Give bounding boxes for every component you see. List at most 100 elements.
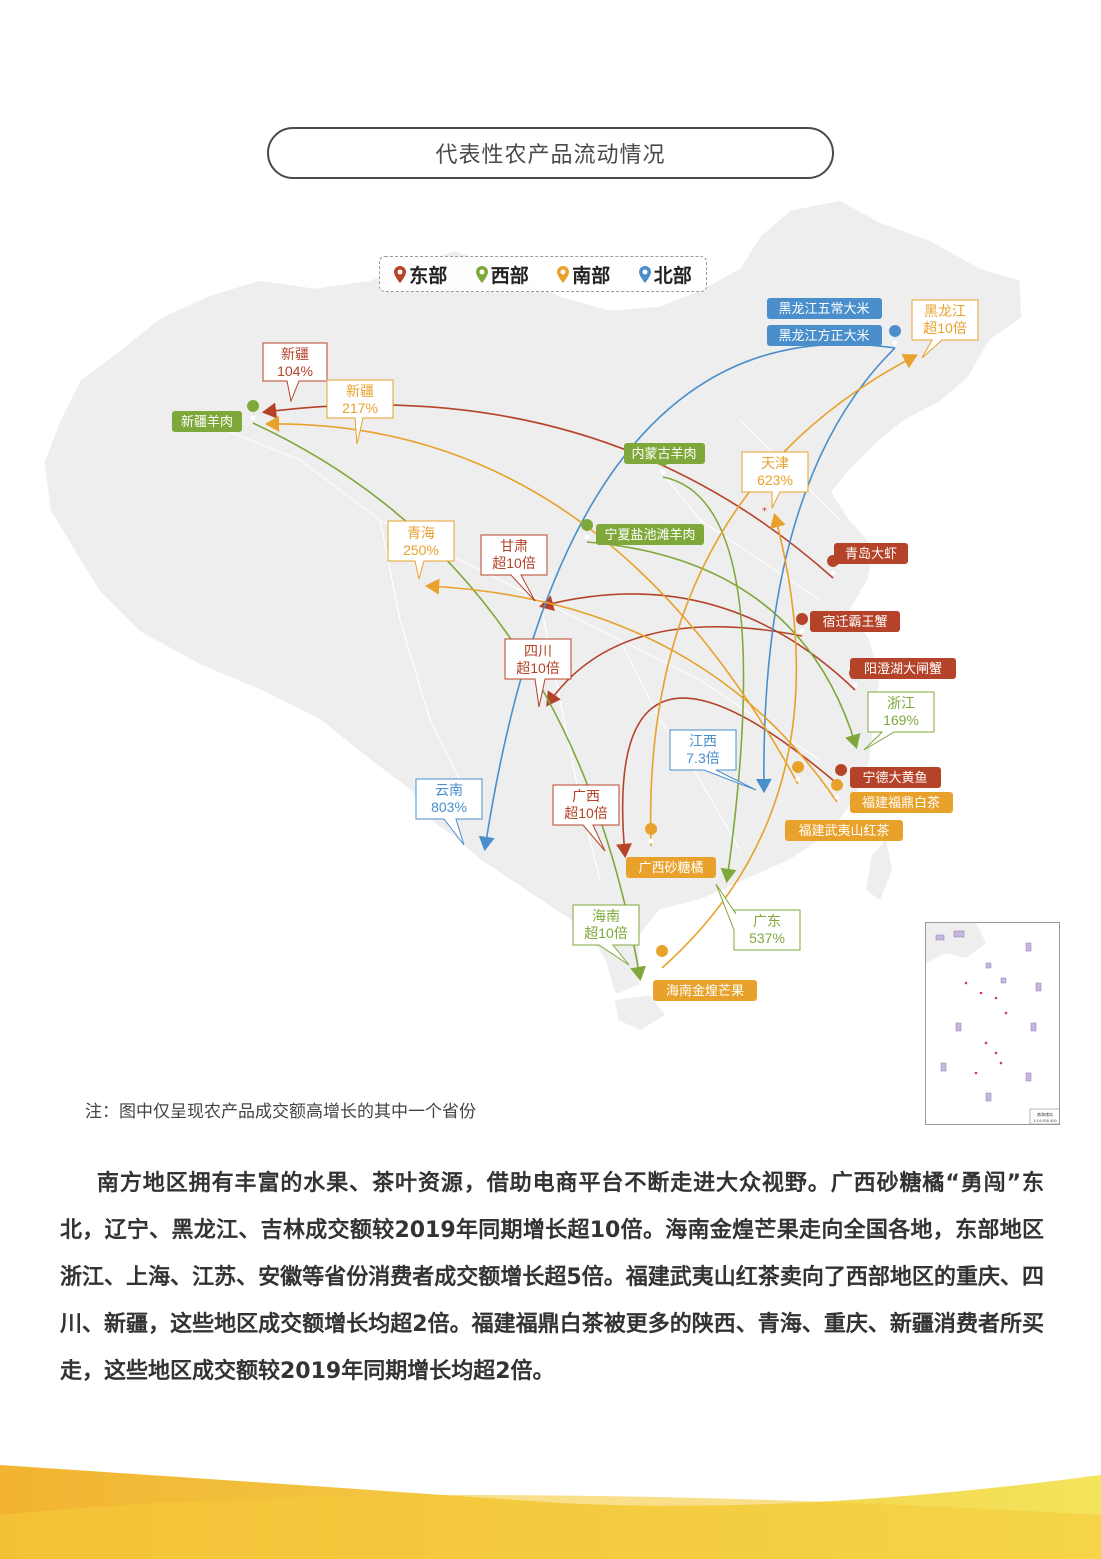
svg-text:黑龙江方正大米: 黑龙江方正大米: [778, 328, 869, 343]
origin-label-11: 广西砂糖橘: [626, 857, 716, 878]
pin-ningxia-mutton: [581, 519, 594, 547]
svg-text:超10倍: 超10倍: [516, 660, 560, 676]
legend-item-west: 西部: [475, 261, 529, 288]
svg-text:623%: 623%: [757, 472, 793, 488]
origin-label-7: 阳澄湖大闸蟹: [850, 658, 956, 679]
svg-text:广西砂糖橘: 广西砂糖橘: [638, 860, 703, 875]
body-paragraph: 南方地区拥有丰富的水果、茶叶资源，借助电商平台不断走进大众视野。广西砂糖橘“勇闯…: [60, 1171, 1044, 1384]
svg-text:超10倍: 超10倍: [492, 555, 536, 571]
arc-fuding-qinghai: [424, 578, 838, 803]
svg-text:1:14 000 000: 1:14 000 000: [1033, 1119, 1056, 1123]
arc-guangxi-heilongjiang: [649, 354, 918, 847]
svg-text:新疆: 新疆: [346, 383, 374, 399]
pin-heilongjiang-rice: [889, 325, 902, 353]
legend-item-east: 东部: [394, 261, 447, 288]
svg-text:天津: 天津: [761, 455, 789, 471]
map-pin-icon: [475, 265, 488, 283]
svg-text:南海诸岛: 南海诸岛: [1037, 1111, 1053, 1117]
map-pin-icon: [394, 265, 407, 283]
arc-xinjiang-hainan: [252, 422, 646, 982]
hainan-island: [615, 995, 665, 1030]
svg-text:新疆: 新疆: [281, 346, 309, 362]
origin-label-6: 宿迁霸王蟹: [810, 611, 900, 632]
svg-text:217%: 217%: [342, 400, 378, 416]
origin-label-8: 宁德大黄鱼: [850, 767, 941, 788]
svg-text:537%: 537%: [749, 930, 785, 946]
svg-text:四川: 四川: [524, 643, 552, 659]
origin-label-5: 青岛大虾: [834, 543, 908, 564]
svg-text:超10倍: 超10倍: [923, 320, 967, 336]
map-legend: 东部 西部 南部 北部: [379, 256, 707, 292]
origin-label-9: 福建福鼎白茶: [850, 792, 953, 813]
svg-text:海南: 海南: [592, 908, 620, 924]
pin-xinjiang-mutton: [247, 400, 260, 428]
origin-label-3: 黑龙江五常大米: [767, 298, 882, 319]
svg-text:海南金煌芒果: 海南金煌芒果: [666, 983, 744, 998]
pin-guangxi-orange: [645, 823, 658, 851]
svg-text:青岛大虾: 青岛大虾: [845, 546, 897, 561]
map-pin-icon: [557, 265, 570, 283]
svg-text:黑龙江五常大米: 黑龙江五常大米: [778, 301, 869, 316]
svg-text:超10倍: 超10倍: [584, 925, 628, 941]
svg-text:*: *: [762, 506, 767, 517]
svg-text:超10倍: 超10倍: [564, 805, 608, 821]
pin-hainan-mango: [656, 945, 669, 973]
svg-text:云南: 云南: [435, 782, 463, 798]
svg-text:250%: 250%: [403, 542, 439, 558]
svg-text:内蒙古羊肉: 内蒙古羊肉: [631, 446, 696, 461]
callout-jiangxi: 江西7.3倍: [669, 729, 757, 791]
svg-text:7.3倍: 7.3倍: [686, 750, 719, 766]
pin-wuyi-tea: [792, 761, 805, 789]
svg-text:新疆羊肉: 新疆羊肉: [181, 414, 233, 429]
svg-text:浙江: 浙江: [887, 695, 915, 711]
svg-text:宁夏盐池滩羊肉: 宁夏盐池滩羊肉: [604, 527, 695, 542]
origin-label-12: 海南金煌芒果: [653, 980, 757, 1001]
svg-text:104%: 104%: [277, 363, 313, 379]
arc-ningxia-zhejiang: [586, 541, 861, 750]
arc-hainan-tianjin: [661, 512, 798, 969]
svg-text:宁德大黄鱼: 宁德大黄鱼: [862, 770, 927, 785]
arc-yangcheng-gansu: [538, 593, 856, 691]
south-china-sea-inset: 南海诸岛 1:14 000 000: [925, 922, 1061, 1125]
china-map: * 新疆羊肉 内蒙古羊肉 宁夏盐池滩羊肉 黑龙江五常大米 黑龙江方正大米 青岛大…: [43, 199, 1023, 1030]
svg-text:803%: 803%: [431, 799, 467, 815]
svg-text:黑龙江: 黑龙江: [924, 303, 966, 319]
svg-text:福建武夷山红茶: 福建武夷山红茶: [798, 823, 889, 838]
legend-item-south: 南部: [557, 261, 610, 288]
origin-label-10: 福建武夷山红茶: [785, 820, 903, 841]
svg-text:甘肃: 甘肃: [500, 538, 528, 554]
origin-label-2: 宁夏盐池滩羊肉: [596, 524, 704, 545]
svg-text:福建福鼎白茶: 福建福鼎白茶: [862, 795, 940, 810]
svg-text:169%: 169%: [883, 712, 919, 728]
svg-text:宿迁霸王蟹: 宿迁霸王蟹: [822, 614, 887, 629]
pin-suqian-crab: [796, 613, 809, 641]
origin-label-0: 新疆羊肉: [172, 411, 242, 432]
svg-text:阳澄湖大闸蟹: 阳澄湖大闸蟹: [864, 661, 942, 676]
svg-text:广东: 广东: [753, 913, 781, 929]
page-title: 代表性农产品流动情况: [267, 127, 834, 179]
svg-text:广西: 广西: [572, 788, 600, 804]
legend-item-north: 北部: [638, 261, 692, 288]
decorative-footer-wave: [0, 1465, 1101, 1559]
arc-ningde-guangxi: [616, 697, 842, 859]
inset-map: 南海诸岛 1:14 000 000: [926, 923, 1061, 1125]
map-note: 注：图中仅呈现农产品成交额高增长的其中一个省份: [85, 1102, 476, 1122]
svg-text:江西: 江西: [689, 733, 717, 749]
pin-fuding-tea: [831, 779, 844, 807]
map-pin-icon: [638, 265, 651, 283]
taiwan-island: [866, 840, 892, 900]
origin-label-1: 内蒙古羊肉: [624, 443, 705, 464]
svg-text:青海: 青海: [407, 525, 435, 541]
